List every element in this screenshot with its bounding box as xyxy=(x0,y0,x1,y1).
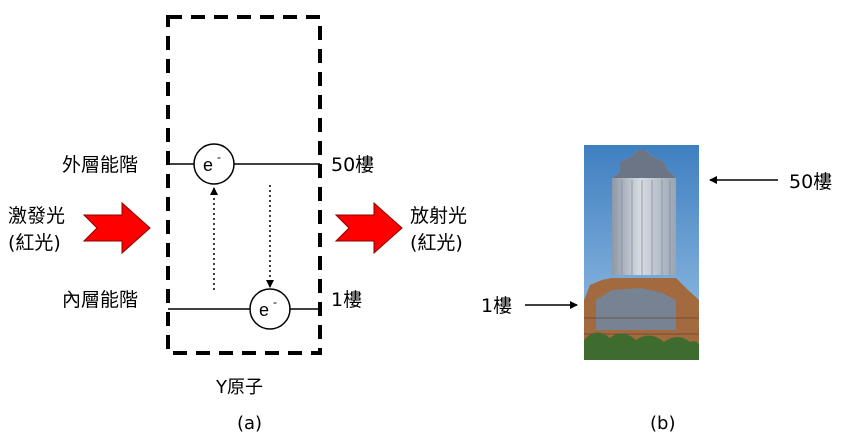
top-floor-label: 50樓 xyxy=(789,171,832,193)
inner-level-label: 內層能階 xyxy=(62,289,138,311)
atom-caption: Y原子 xyxy=(215,377,263,398)
panel-b-caption: (b) xyxy=(650,413,675,434)
inner-electron: e - xyxy=(249,288,291,330)
outer-electron-symbol: e xyxy=(203,155,213,175)
building-photo xyxy=(584,145,699,360)
ground-floor-label: 1樓 xyxy=(481,295,512,317)
emission-light-arrow xyxy=(334,201,403,255)
atom-boundary-box xyxy=(166,15,322,355)
inner-electron-charge: - xyxy=(273,295,277,309)
inner-floor-label: 1樓 xyxy=(331,289,362,311)
excitation-label-line1: 激發光 xyxy=(8,205,65,227)
emission-label-line1: 放射光 xyxy=(410,205,467,227)
emission-label-line2: (紅光) xyxy=(410,232,463,254)
panel-b: 50樓 1樓 (b) xyxy=(481,145,832,434)
panel-a-caption: (a) xyxy=(237,413,262,434)
outer-electron-charge: - xyxy=(217,150,221,164)
excitation-light-arrow xyxy=(82,201,151,255)
excitation-label-line2: (紅光) xyxy=(8,232,61,254)
outer-floor-label: 50樓 xyxy=(331,154,374,176)
outer-electron: e - xyxy=(193,143,235,185)
outer-level-label: 外層能階 xyxy=(62,154,138,176)
panel-a: e - e - 外層能階 內層能階 50樓 1樓 激發光 (紅光) 放射光 (紅… xyxy=(8,15,467,434)
inner-electron-symbol: e xyxy=(259,300,269,320)
